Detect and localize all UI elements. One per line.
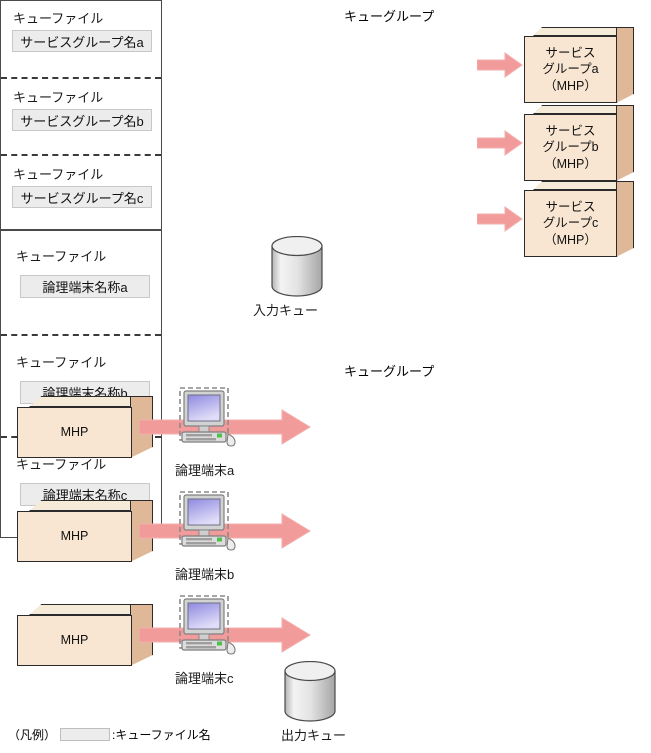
service-group-line2: グループc: [542, 216, 599, 231]
input-queue-cylinder: [271, 236, 325, 298]
right-arrow-icon: [139, 409, 311, 445]
mhp-box-label: MHP: [60, 633, 89, 648]
computer-terminal-icon: [173, 490, 243, 558]
service-group-line2: グループb: [542, 140, 599, 155]
right-arrow-icon: [477, 130, 523, 156]
right-arrow-icon: [139, 513, 311, 549]
right-arrow-icon: [477, 52, 523, 78]
mhp-box: MHP: [17, 396, 153, 458]
service-group-line1: サービス: [545, 46, 596, 61]
right-arrow-icon: [139, 617, 311, 653]
queue-file: キューファイル サービスグループ名c: [1, 154, 161, 228]
service-group-line3: （MHP）: [544, 156, 597, 171]
queue-file-name-chip: サービスグループ名c: [12, 186, 152, 208]
queue-file: キューファイル サービスグループ名b: [1, 77, 161, 154]
service-group-box: サービス グループc （MHP）: [524, 181, 634, 257]
queue-file-name-chip: サービスグループ名a: [12, 30, 152, 52]
mhp-box-label: MHP: [60, 425, 89, 440]
input-queue-group-title: キューグループ: [344, 9, 435, 24]
queue-file-name-chip: 論理端末名称a: [20, 275, 150, 298]
computer-terminal-icon: [173, 386, 243, 454]
queue-file-title: キューファイル: [16, 457, 107, 472]
output-queue-group-title: キューグループ: [344, 364, 435, 379]
service-group-line1: サービス: [545, 124, 596, 139]
mhp-box: MHP: [17, 604, 153, 666]
service-group-line3: （MHP）: [544, 78, 597, 93]
output-queue-cylinder-label: 出力キュー: [281, 728, 347, 743]
output-queue-cylinder: [284, 661, 338, 723]
queue-file-name-swatch: [60, 728, 111, 741]
legend: （凡例） :キューファイル名: [8, 726, 211, 743]
queue-file-title: キューファイル: [16, 249, 107, 264]
queue-file-title: キューファイル: [16, 355, 107, 370]
right-arrow-icon: [477, 206, 523, 232]
service-group-box: サービス グループa （MHP）: [524, 27, 634, 103]
queue-file: キューファイル 論理端末名称a: [1, 231, 161, 334]
queue-file-title: キューファイル: [13, 167, 104, 182]
legend-text: :キューファイル名: [112, 728, 211, 742]
computer-terminal-icon: [173, 594, 243, 662]
service-group-box: サービス グループb （MHP）: [524, 105, 634, 181]
mhp-box-label: MHP: [60, 529, 89, 544]
terminal-label: 論理端末a: [175, 463, 235, 478]
service-group-line2: グループa: [542, 62, 599, 77]
input-queue-group: キューファイル サービスグループ名a キューファイル サービスグループ名b キュ…: [0, 0, 162, 230]
output-queue-group: キューファイル 論理端末名称a キューファイル 論理端末名称b キューファイル …: [0, 230, 162, 538]
input-queue-cylinder-label: 入力キュー: [253, 303, 319, 318]
legend-prefix: （凡例）: [8, 728, 57, 742]
terminal-label: 論理端末b: [175, 567, 235, 582]
queue-file: キューファイル サービスグループ名a: [1, 1, 161, 77]
service-group-line1: サービス: [545, 200, 596, 215]
queue-file-name-chip: サービスグループ名b: [12, 109, 152, 131]
terminal-label: 論理端末c: [175, 671, 234, 686]
queue-file-title: キューファイル: [13, 11, 104, 26]
service-group-line3: （MHP）: [544, 232, 597, 247]
queue-file-title: キューファイル: [13, 90, 104, 105]
mhp-box: MHP: [17, 500, 153, 562]
